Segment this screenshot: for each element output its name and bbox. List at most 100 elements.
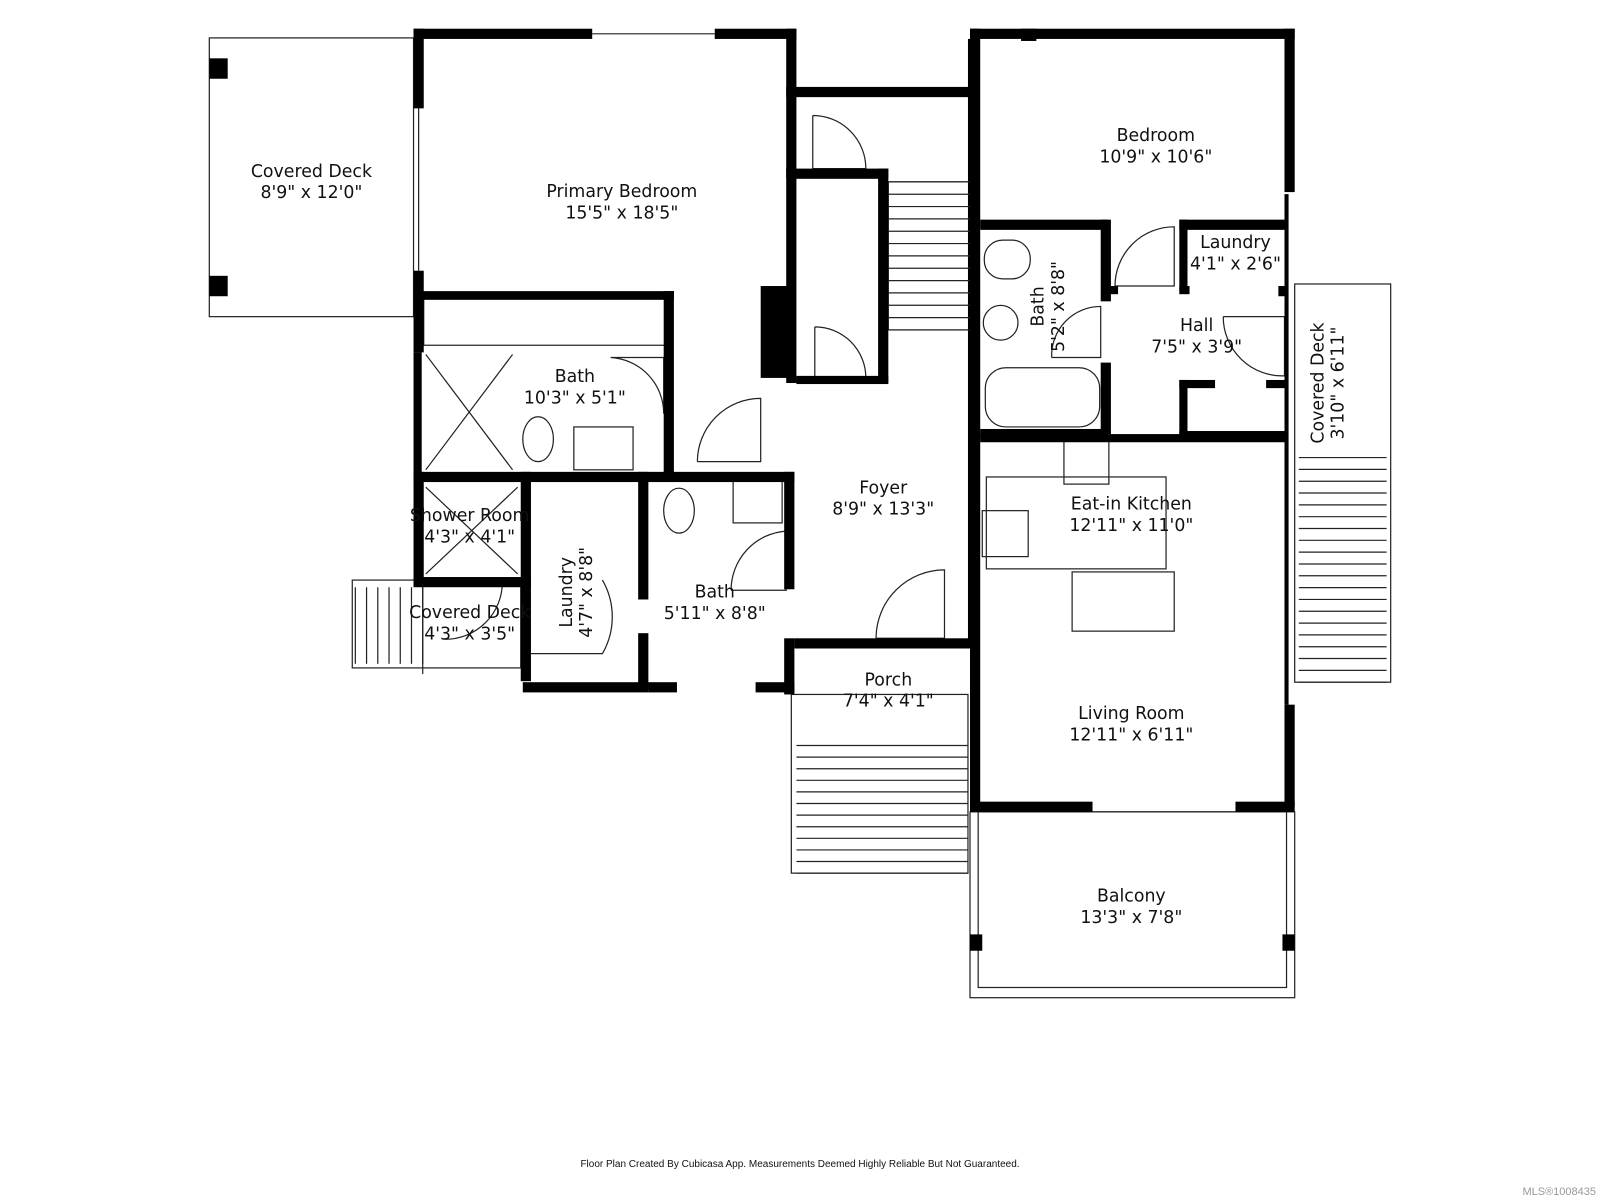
stairs	[354, 181, 1387, 874]
wall-segment	[1284, 704, 1295, 807]
room-name: Primary Bedroom	[546, 182, 697, 202]
room-size: 7'4" x 4'1"	[843, 692, 934, 712]
room-name: Shower Room	[410, 506, 530, 526]
wall-segment	[413, 577, 531, 588]
room-size: 13'3" x 7'8"	[1080, 908, 1182, 928]
room-size: 3'10" x 6'11"	[1329, 327, 1349, 440]
wall-segment	[1100, 219, 1111, 302]
room-size: 4'3" x 3'5"	[424, 624, 515, 644]
wall-segment	[796, 375, 889, 385]
wall-segment	[970, 801, 1093, 812]
wall-segment	[413, 28, 593, 39]
wall-segment	[663, 291, 674, 475]
room-size: 10'3" x 5'1"	[524, 388, 626, 408]
wall-segment	[786, 168, 889, 179]
wall-segment	[714, 28, 797, 39]
room-size: 10'9" x 10'6"	[1099, 147, 1212, 167]
room-name: Bath	[555, 367, 595, 387]
wall-segment	[1021, 28, 1037, 41]
wall-segment	[980, 219, 1108, 230]
wall-segment	[760, 286, 792, 378]
room-size: 12'11" x 11'0"	[1069, 516, 1193, 536]
wall-segment	[648, 682, 677, 693]
room-name: Covered Deck	[251, 162, 372, 182]
wall-segment	[970, 28, 1295, 39]
room-name: Foyer	[859, 478, 908, 498]
wall-segment	[638, 471, 649, 600]
wall-segment	[1235, 801, 1295, 812]
wall-segment	[1278, 286, 1287, 297]
room-size: 4'7" x 8'8"	[577, 547, 597, 638]
room-name: Bath	[695, 582, 735, 602]
wall-segment	[755, 682, 795, 693]
room-size: 7'5" x 3'9"	[1151, 337, 1242, 357]
wall-segment	[638, 633, 649, 690]
wall-segment	[970, 28, 981, 810]
wall-segment	[784, 638, 795, 695]
room-name: Covered Deck	[409, 603, 530, 623]
room-size: 5'2" x 8'8"	[1049, 261, 1069, 352]
room-name: Balcony	[1097, 887, 1166, 907]
mls-watermark: MLS®1008435	[1522, 1186, 1596, 1198]
wall-segment	[522, 682, 649, 693]
room-size: 8'9" x 12'0"	[260, 183, 362, 203]
wall-segment	[413, 291, 674, 300]
wall-segment	[1107, 286, 1119, 295]
room-name: Eat-in Kitchen	[1071, 495, 1192, 515]
room-name: Porch	[864, 670, 912, 690]
wall-segment	[1284, 194, 1289, 705]
wall-segment	[413, 471, 424, 587]
room-size: 12'11" x 6'11"	[1069, 725, 1193, 745]
wall-segment	[413, 352, 422, 475]
wall-segment	[786, 86, 971, 98]
room-name: Laundry	[557, 557, 577, 628]
wall-segment	[1266, 379, 1287, 389]
room-name: Bath	[1029, 286, 1049, 326]
footer-disclaimer: Floor Plan Created By Cubicasa App. Meas…	[580, 1159, 1020, 1170]
wall-segment	[1179, 379, 1188, 437]
room-size: 15'5" x 18'5"	[565, 204, 678, 224]
wall-segment	[413, 270, 424, 353]
room-name: Bedroom	[1117, 126, 1195, 146]
wall-segment	[878, 168, 889, 384]
wall-segment	[786, 28, 797, 172]
wall-segment	[784, 471, 795, 590]
room-name: Hall	[1180, 316, 1213, 336]
wall-segment	[794, 638, 976, 649]
room-size: 4'3" x 4'1"	[424, 527, 515, 547]
wall-segment	[1179, 219, 1287, 230]
wall-segment	[413, 471, 795, 483]
walls	[413, 28, 1295, 812]
wall-segment	[520, 471, 531, 682]
wall-segment	[980, 434, 1287, 443]
wall-segment	[1179, 219, 1188, 292]
room-name: Covered Deck	[1308, 322, 1328, 443]
wall-segment	[786, 168, 797, 384]
room-name: Laundry	[1200, 233, 1271, 253]
wall-segment	[1284, 28, 1295, 193]
room-size: 4'1" x 2'6"	[1190, 255, 1281, 275]
room-name: Living Room	[1078, 704, 1184, 724]
wall-segment	[1179, 379, 1216, 389]
room-size: 5'11" x 8'8"	[664, 604, 766, 624]
wall-segment	[1179, 286, 1190, 295]
room-size: 8'9" x 13'3"	[832, 500, 934, 520]
